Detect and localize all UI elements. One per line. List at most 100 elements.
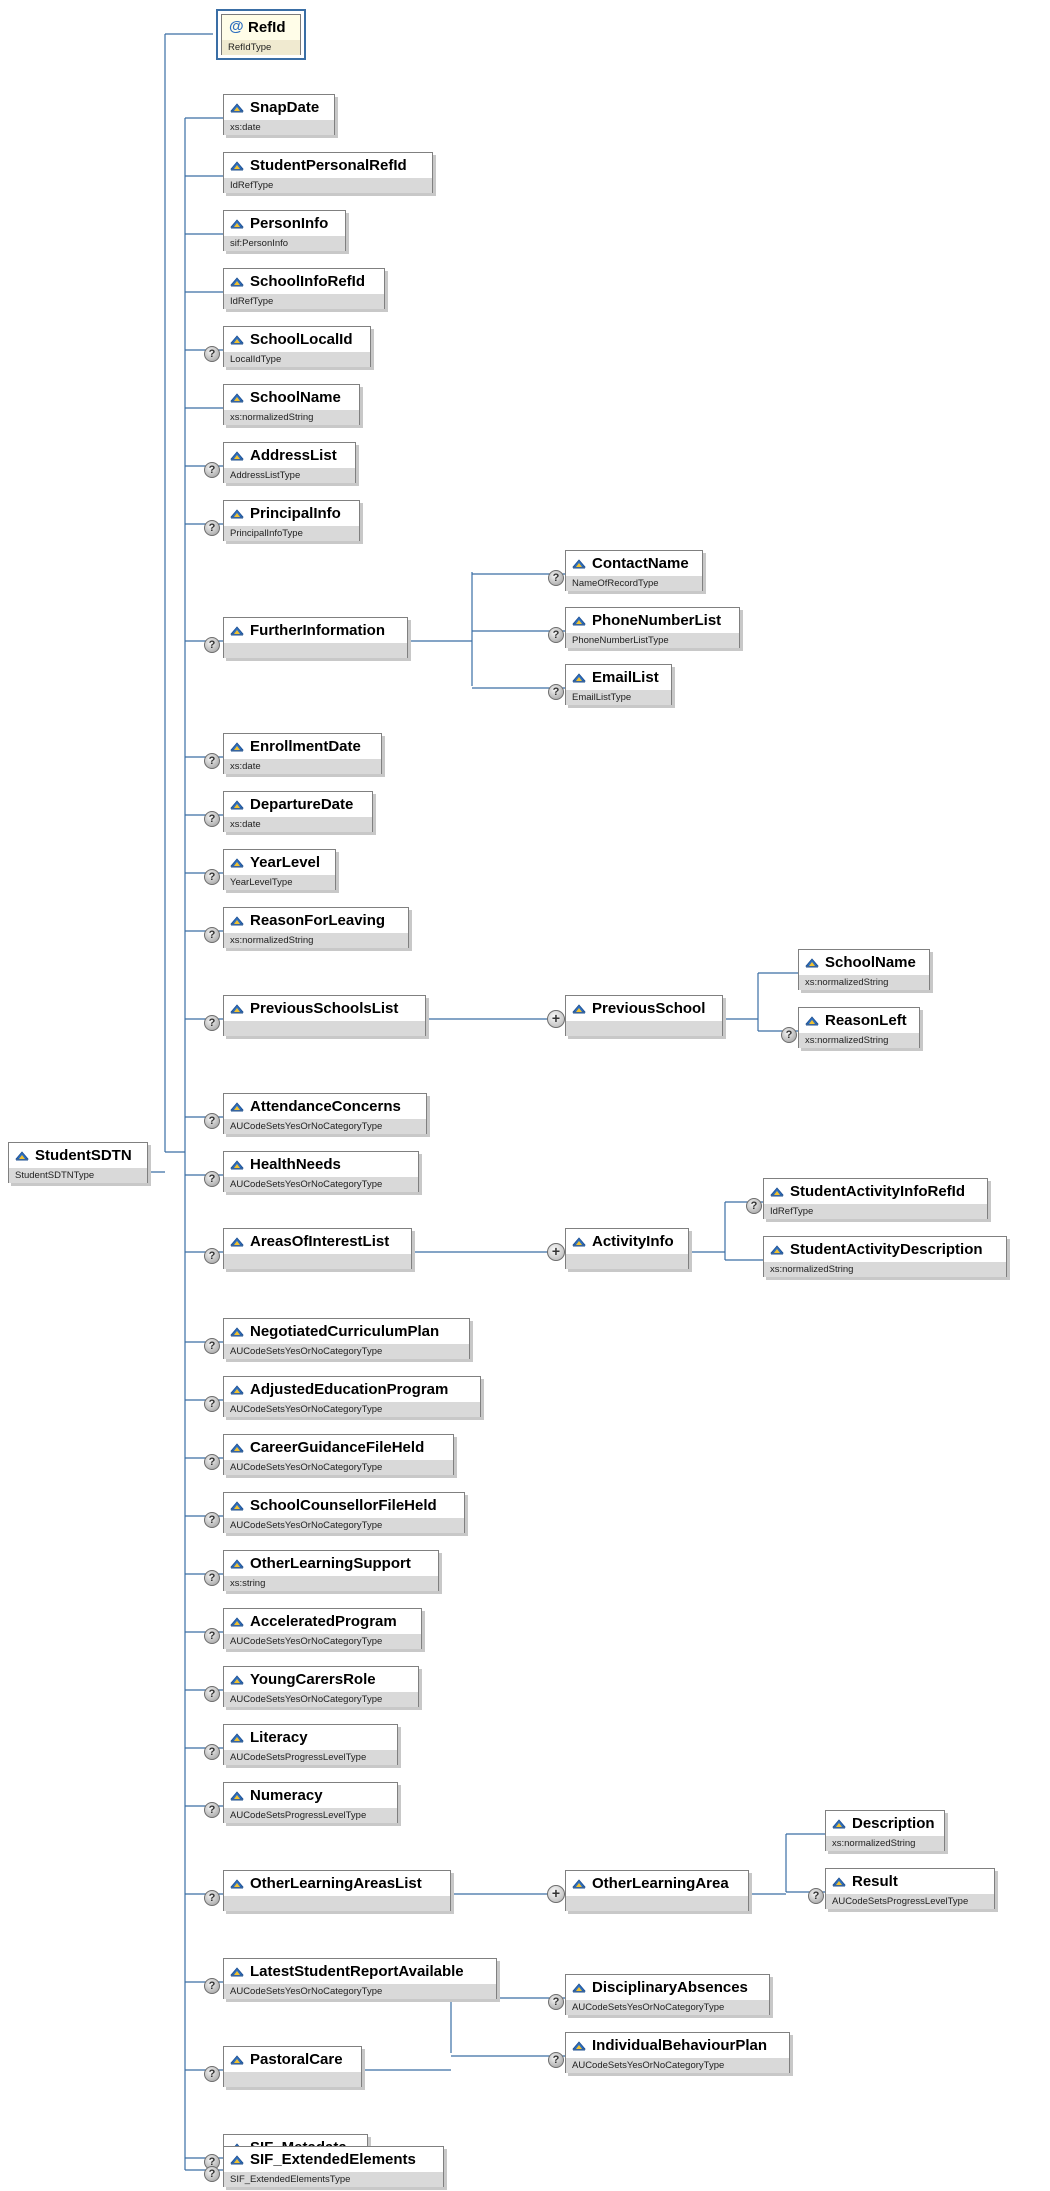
node-name: SchoolName — [799, 950, 929, 975]
optional-marker-icon: ? — [204, 1396, 220, 1412]
optional-marker-icon: ? — [204, 1570, 220, 1586]
node-type — [224, 1254, 411, 1269]
node-type: StudentSDTNType — [9, 1168, 147, 1183]
optional-marker-icon: ? — [204, 1171, 220, 1187]
optional-marker-icon: ? — [204, 346, 220, 362]
node-type: YearLevelType — [224, 875, 335, 890]
group-node-previousschool[interactable]: PreviousSchool — [565, 995, 723, 1036]
element-icon — [230, 626, 244, 636]
element-icon — [832, 1877, 846, 1887]
element-icon — [230, 1004, 244, 1014]
node-type: xs:date — [224, 120, 334, 135]
element-node-furtherinformation[interactable]: FurtherInformation — [223, 617, 408, 658]
optional-marker-icon: ? — [204, 1978, 220, 1994]
element-icon — [770, 1187, 784, 1197]
element-node-previousschoolslist[interactable]: PreviousSchoolsList — [223, 995, 426, 1036]
node-name: AcceleratedProgram — [224, 1609, 421, 1634]
element-node-pastoralcare[interactable]: PastoralCare — [223, 2046, 362, 2087]
element-icon — [572, 1237, 586, 1247]
element-icon — [572, 2041, 586, 2051]
optional-marker-icon: ? — [204, 1890, 220, 1906]
node-type — [224, 1896, 450, 1911]
node-name: Numeracy — [224, 1783, 397, 1808]
node-name: OtherLearningAreasList — [224, 1871, 450, 1896]
element-icon — [230, 1102, 244, 1112]
node-name: ReasonForLeaving — [224, 908, 408, 933]
node-name: AreasOfInterestList — [224, 1229, 411, 1254]
node-type: xs:normalizedString — [799, 1033, 919, 1048]
sequence-marker-icon: + — [547, 1885, 565, 1903]
element-icon — [805, 958, 819, 968]
optional-marker-icon: ? — [204, 1628, 220, 1644]
group-node-otherlearningarea[interactable]: OtherLearningArea — [565, 1870, 749, 1911]
element-icon — [572, 616, 586, 626]
optional-marker-icon: ? — [204, 1686, 220, 1702]
node-name: ActivityInfo — [566, 1229, 688, 1254]
node-name: EnrollmentDate — [224, 734, 381, 759]
node-type: xs:normalizedString — [826, 1836, 944, 1851]
optional-marker-icon: ? — [204, 2066, 220, 2082]
node-name: LatestStudentReportAvailable — [224, 1959, 496, 1984]
refid-attribute-node[interactable]: RefId@RefIdType — [216, 9, 306, 60]
element-icon — [230, 2055, 244, 2065]
optional-marker-icon: ? — [548, 684, 564, 700]
element-icon — [15, 1151, 29, 1161]
node-name: SchoolLocalId — [224, 327, 370, 352]
node-name: SchoolCounsellorFileHeld — [224, 1493, 464, 1518]
node-type: xs:string — [224, 1576, 438, 1591]
element-icon — [572, 1983, 586, 1993]
node-type: AUCodeSetsYesOrNoCategoryType — [224, 1460, 453, 1475]
element-node-areasofinterestlist[interactable]: AreasOfInterestList — [223, 1228, 412, 1269]
group-node-activityinfo[interactable]: ActivityInfo — [565, 1228, 689, 1269]
node-name: SnapDate — [224, 95, 334, 120]
element-node-otherlearningareaslist[interactable]: OtherLearningAreasList — [223, 1870, 451, 1911]
node-name: PastoralCare — [224, 2047, 361, 2072]
node-name: AttendanceConcerns — [224, 1094, 426, 1119]
node-type: xs:normalizedString — [224, 410, 359, 425]
node-name: OtherLearningArea — [566, 1871, 748, 1896]
node-name: AddressList — [224, 443, 355, 468]
element-icon — [832, 1819, 846, 1829]
element-icon — [230, 742, 244, 752]
element-icon — [230, 1237, 244, 1247]
optional-marker-icon: ? — [204, 637, 220, 653]
